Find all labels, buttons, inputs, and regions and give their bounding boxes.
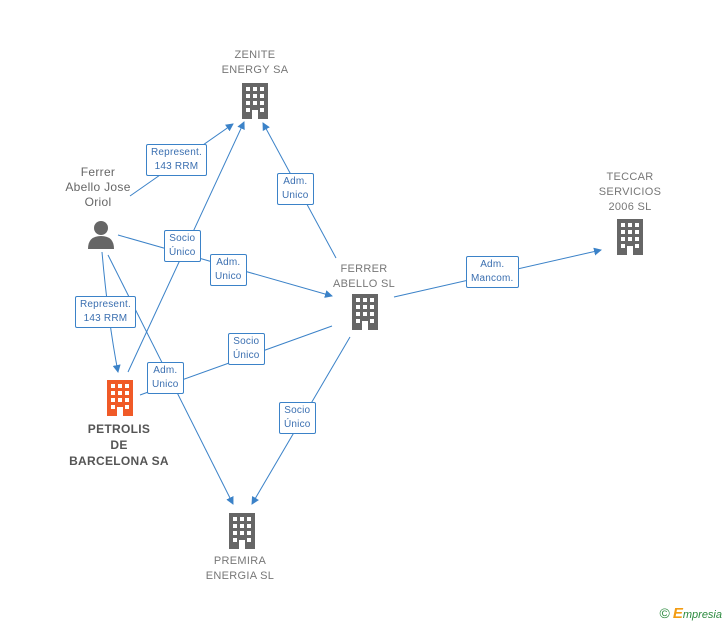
node-label-person[interactable]: Ferrer Abello Jose Oriol [65,165,131,209]
building-icon[interactable] [350,294,380,330]
brand-name: mpresia [682,609,722,621]
empresia-brand[interactable]: ©Empresia [660,605,722,622]
edge-label-person-ferrer: Adm. Unico [210,254,247,286]
node-label-premira[interactable]: PREMIRA ENERGIA SL [205,555,275,582]
node-label-teccar[interactable]: TECCAR SERVICIOS 2006 SL [598,171,662,213]
building-icon[interactable] [615,219,645,255]
edge-label-ferrer-teccar: Adm. Mancom. [466,256,519,288]
edge-label-person-petrolis: Represent. 143 RRM [75,296,136,328]
brand-initial: E [672,605,683,622]
main-building-icon[interactable] [105,380,135,416]
copyright-icon: © [659,605,670,621]
edge-label-ferrer-premira: Socio Único [279,402,316,434]
edge-label-person-premira: Adm. Unico [147,362,184,394]
edge-label-petrolis-zenite: Socio Único [164,230,201,262]
building-icon[interactable] [227,513,257,549]
edge-label-ferrer-zenite: Adm. Unico [277,173,314,205]
node-label-ferrer-abello[interactable]: FERRER ABELLO SL [332,263,395,290]
edge-label-petrolis-ferrer: Socio Único [228,333,265,365]
node-label-petrolis[interactable]: PETROLIS DE BARCELONA SA [69,422,169,468]
edge-label-person-zenite: Represent. 143 RRM [146,144,207,176]
building-icon[interactable] [240,83,270,119]
person-icon[interactable] [86,219,116,249]
node-label-zenite[interactable]: ZENITE ENERGY SA [221,49,289,76]
